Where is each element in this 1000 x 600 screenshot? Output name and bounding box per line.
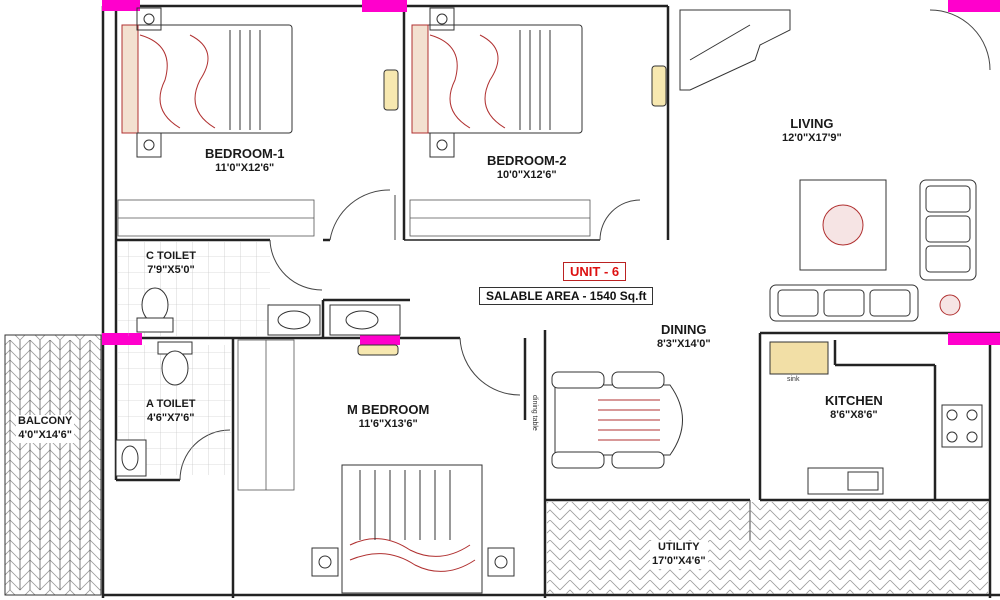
mbedroom-label: M BEDROOM 11'6"X13'6" — [347, 402, 429, 432]
bedroom2-bed — [411, 7, 583, 158]
balcony-rail — [9, 340, 91, 590]
atoilet-dim: 4'6"X7'6" — [147, 411, 195, 424]
balcony-label: BALCONY 4'0"X14'6" — [16, 415, 75, 443]
dining-set — [551, 371, 683, 469]
balcony-name: BALCONY — [18, 415, 73, 427]
dining-dim: 8'3"X14'0" — [657, 338, 711, 351]
ctoilet-name: C TOILET — [146, 250, 196, 262]
ctoilet-label: C TOILET 7'9"X5'0" — [146, 250, 196, 278]
ctoilet-fixtures — [136, 287, 401, 336]
bedroom2-label: BEDROOM-2 10'0"X12'6" — [487, 153, 566, 183]
kitchen-dim: 8'6"X8'6" — [830, 409, 878, 422]
sink-text: sink — [787, 376, 800, 383]
bedroom1-name: BEDROOM-1 — [205, 146, 285, 161]
bedroom1-label: BEDROOM-1 11'0"X12'6" — [205, 146, 284, 176]
unit-label: UNIT - 6 — [563, 262, 627, 281]
dining-label: DINING 8'3"X14'0" — [657, 322, 711, 352]
living-dim: 12'0"X17'9" — [782, 132, 842, 145]
mbedroom-dim: 11'6"X13'6" — [358, 418, 418, 431]
ctoilet-dim: 7'9"X5'0" — [147, 263, 195, 276]
dining-name: DINING — [661, 322, 707, 337]
utility-label: UTILITY 17'0"X4'6" — [650, 541, 708, 569]
utility-name: UTILITY — [658, 541, 700, 553]
bedroom2-dim: 10'0"X12'6" — [496, 169, 557, 182]
balcony-dim: 4'0"X14'6" — [18, 428, 72, 441]
bedroom2-name: BEDROOM-2 — [487, 153, 567, 168]
bedroom1-dim: 11'0"X12'6" — [215, 162, 275, 175]
atoilet-fixtures — [115, 341, 193, 477]
balcony-floor — [4, 334, 102, 596]
column-markers — [102, 0, 1000, 345]
living-label: LIVING 12'0"X17'9" — [782, 116, 842, 146]
bedroom1-bed — [121, 7, 293, 158]
mbedroom-bed — [311, 464, 515, 594]
wall-lamps — [357, 65, 667, 356]
kitchen-label: KITCHEN 8'6"X8'6" — [825, 393, 883, 423]
kitchen-fixtures — [769, 341, 983, 495]
kitchen-name: KITCHEN — [825, 393, 883, 408]
dining-table-text: dining table — [531, 395, 538, 431]
wardrobes — [117, 199, 591, 491]
living-name: LIVING — [790, 116, 834, 131]
atoilet-name: A TOILET — [146, 398, 196, 410]
atoilet-label: A TOILET 4'6"X7'6" — [146, 398, 196, 426]
utility-floor — [547, 502, 988, 594]
living-furniture — [679, 9, 977, 322]
mbedroom-name: M BEDROOM — [347, 402, 430, 417]
utility-dim: 17'0"X4'6" — [652, 554, 706, 567]
salable-area-label: SALABLE AREA - 1540 Sq.ft — [479, 287, 654, 305]
